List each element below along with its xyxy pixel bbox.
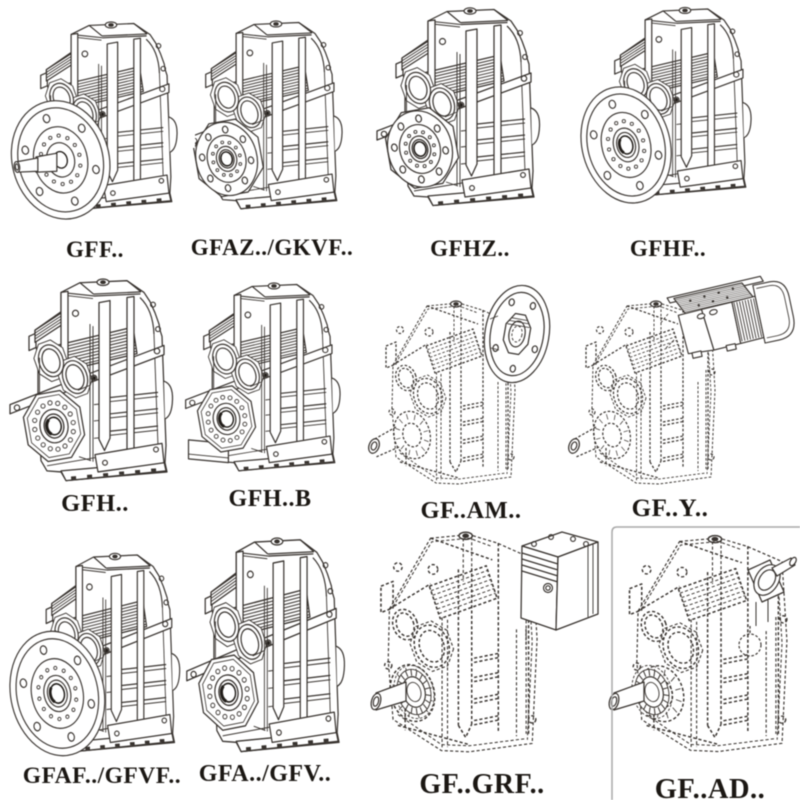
svg-text:GFHF..: GFHF.. [630, 236, 706, 261]
svg-text:GF..GRF..: GF..GRF.. [419, 769, 544, 800]
svg-text:GFA../GFV..: GFA../GFV.. [199, 761, 332, 787]
svg-text:GF..Y..: GF..Y.. [632, 495, 709, 522]
svg-text:GFH..: GFH.. [61, 490, 129, 517]
svg-text:GFAF../GFVF..: GFAF../GFVF.. [23, 763, 181, 789]
svg-text:GF..AM..: GF..AM.. [420, 497, 521, 524]
svg-text:GFH..B: GFH..B [228, 486, 311, 512]
svg-text:GFAZ../GKVF..: GFAZ../GKVF.. [191, 235, 353, 260]
svg-text:GFHZ..: GFHZ.. [430, 236, 510, 261]
svg-text:GFF..: GFF.. [66, 237, 124, 262]
svg-text:GF..AD..: GF..AD.. [655, 774, 766, 800]
